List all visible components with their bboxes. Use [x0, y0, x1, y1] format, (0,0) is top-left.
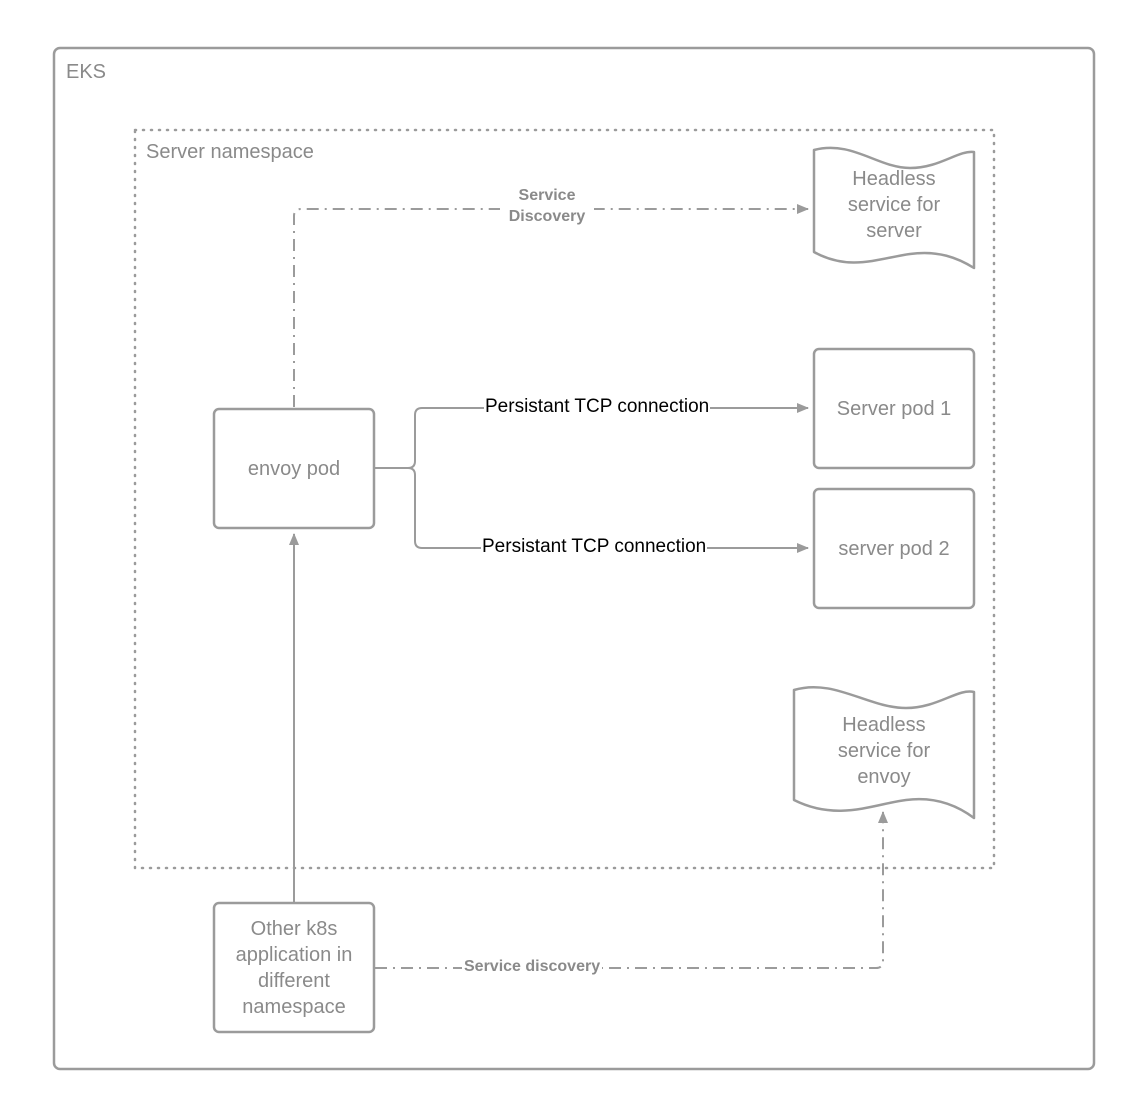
server-pod-1-box[interactable]: [812, 347, 976, 470]
edge-service-discovery-top: [293, 204, 809, 407]
headless-envoy-document-shape[interactable]: [792, 685, 976, 820]
edge-service-discovery-bottom: [375, 811, 888, 969]
namespace-container: [133, 128, 996, 870]
envoy-pod-label: envoy pod: [247, 457, 341, 480]
other-app-label: Other k8s application in different names…: [235, 917, 353, 1018]
other-app-box[interactable]: [212, 901, 376, 1034]
edge-tcp-2: [407, 467, 809, 553]
namespace-label: Server namespace: [146, 141, 314, 163]
eks-container: [52, 46, 1096, 1071]
headless-server-document-shape[interactable]: [812, 146, 976, 270]
server-pod-2-label: server pod 2: [838, 537, 950, 560]
server-pod-1-label: Server pod 1: [836, 397, 952, 420]
server-pod-2-box[interactable]: [812, 487, 976, 610]
edge-label-tcp-1: Persistant TCP connection: [484, 396, 711, 419]
headless-envoy-label: Headless service for envoy: [837, 714, 931, 788]
edge-label-service-discovery-bottom: Service discovery: [462, 957, 603, 977]
edge-label-tcp-2: Persistant TCP connection: [481, 536, 708, 559]
eks-label: EKS: [66, 61, 107, 83]
edge-label-service-discovery-top: Service Discovery: [500, 185, 594, 227]
headless-server-label: Headless service for server: [847, 168, 941, 242]
